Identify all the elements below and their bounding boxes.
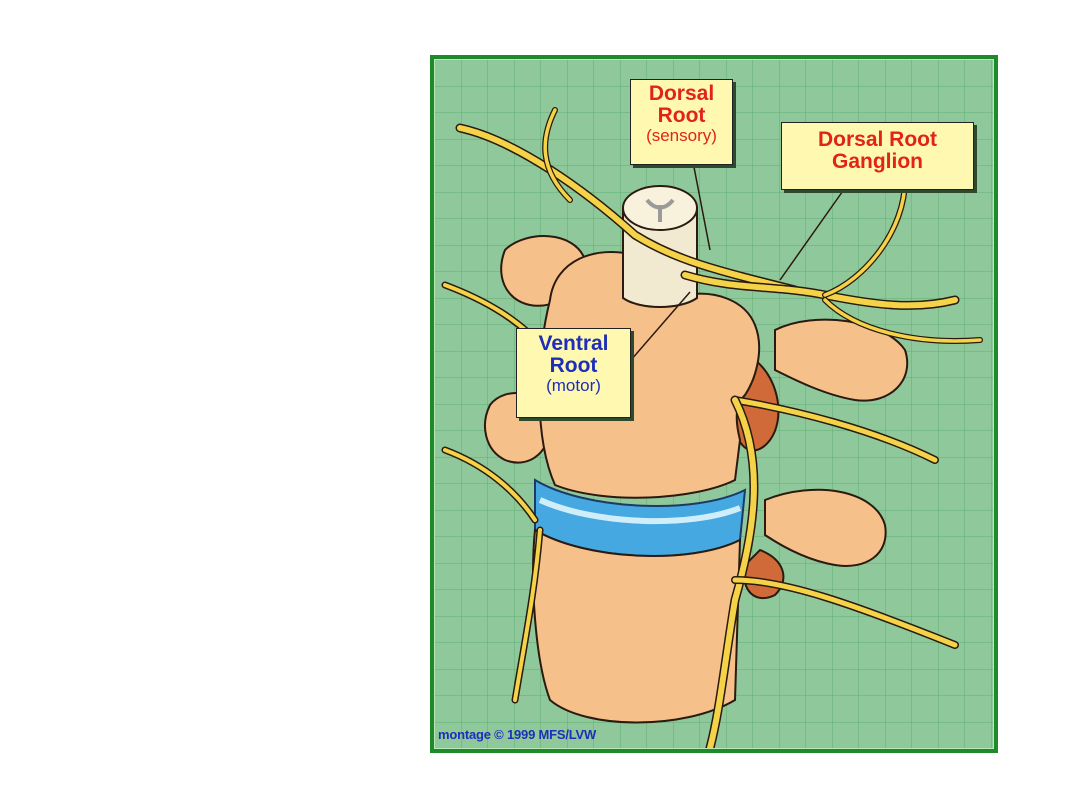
figure-panel: Dorsal Root (sensory) Dorsal Root Gangli… <box>434 59 994 749</box>
ganglion-line1: Dorsal Root <box>817 128 937 151</box>
lower-vertebra <box>532 528 742 724</box>
dorsal-root-line1: Dorsal <box>648 82 715 105</box>
credit-text: montage © 1999 MFS/LVW <box>438 727 597 742</box>
spinal-nerves <box>441 107 983 748</box>
spinal-cord <box>622 185 698 308</box>
dorsal-root-ganglion-label: Dorsal Root Ganglion <box>781 122 974 190</box>
ventral-root-line1: Ventral <box>538 332 609 355</box>
ventral-root-subtitle: (motor) <box>546 376 601 396</box>
leader-lines <box>630 161 846 361</box>
ganglion-line2: Ganglion <box>832 150 923 174</box>
spinal-nerve-figure: Dorsal Root (sensory) Dorsal Root Gangli… <box>430 55 998 753</box>
dorsal-root-subtitle: (sensory) <box>646 126 717 146</box>
dorsal-root-label: Dorsal Root (sensory) <box>630 79 733 165</box>
ventral-root-label: Ventral Root (motor) <box>516 328 631 418</box>
ventral-root-line2: Root <box>549 354 598 378</box>
dorsal-root-line2: Root <box>657 104 706 128</box>
